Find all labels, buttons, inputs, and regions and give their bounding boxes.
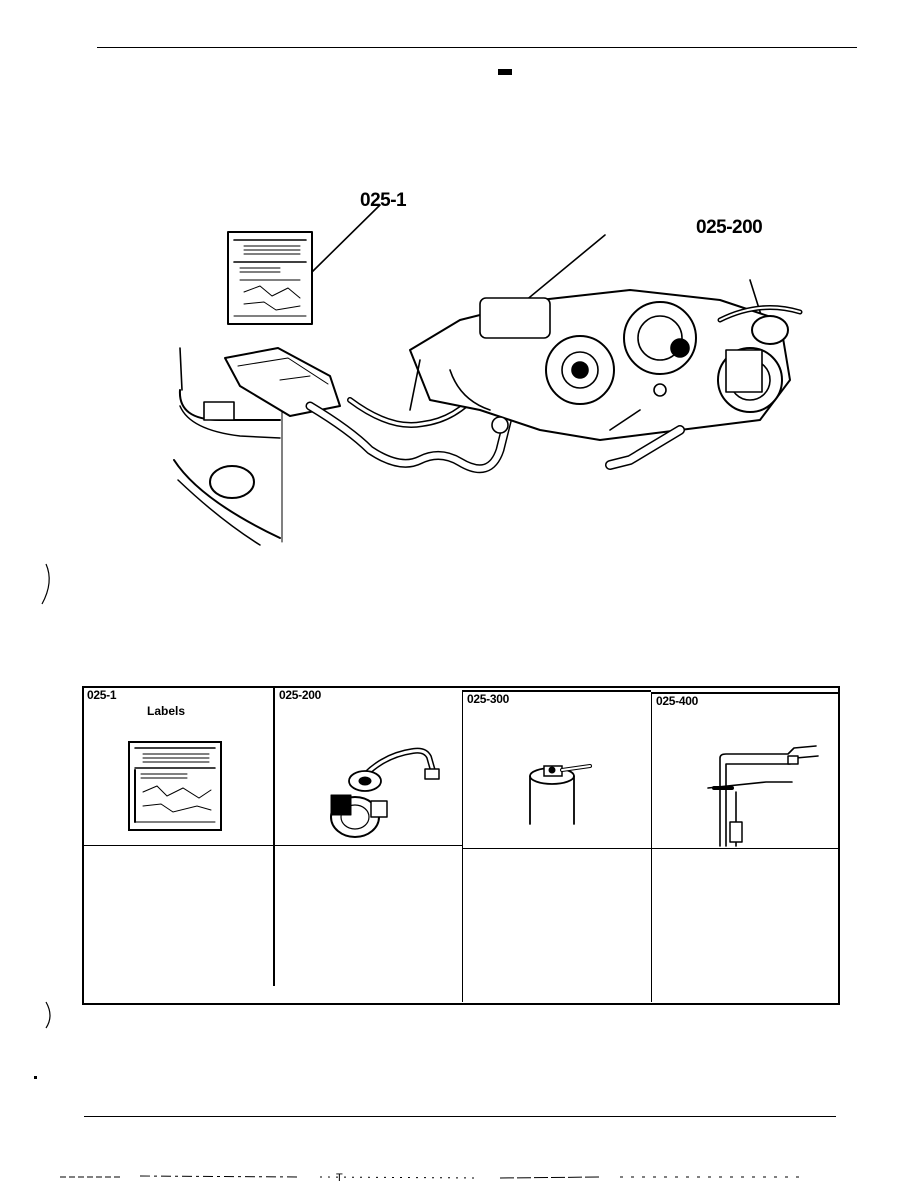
engine-exhaust-illustration — [173, 204, 803, 546]
emission-label-thumbnail — [128, 741, 222, 831]
margin-mark-left-2 — [45, 1001, 51, 1029]
cell-code-025-200: 025-200 — [279, 688, 321, 702]
cell-code-025-400: 025-400 — [656, 694, 698, 708]
header-mark — [498, 69, 512, 75]
footer-marker: T — [336, 1172, 343, 1184]
callout-025-200: 025-200 — [696, 217, 763, 238]
grid-mid-2 — [462, 848, 840, 849]
header-rule — [97, 47, 857, 48]
grid-divider-1 — [273, 686, 275, 986]
cell-name-labels: Labels — [147, 704, 186, 718]
footer-rule — [84, 1116, 836, 1117]
cell-code-025-300: 025-300 — [467, 692, 509, 706]
hose-assembly-thumbnail — [707, 745, 819, 847]
callout-025-1: 025-1 — [360, 190, 407, 211]
vacuum-pump-thumbnail — [330, 747, 440, 838]
grid-divider-2 — [462, 690, 463, 1002]
grid-top-4 — [651, 692, 840, 694]
grid-top-3 — [462, 690, 651, 692]
margin-mark-left — [41, 563, 50, 605]
grid-divider-3 — [651, 692, 652, 1002]
scan-artifact-bottom — [60, 1175, 800, 1179]
margin-dot — [34, 1076, 37, 1079]
canister-thumbnail — [529, 764, 592, 825]
cell-code-025-1: 025-1 — [87, 688, 117, 702]
grid-mid-1 — [82, 845, 462, 846]
